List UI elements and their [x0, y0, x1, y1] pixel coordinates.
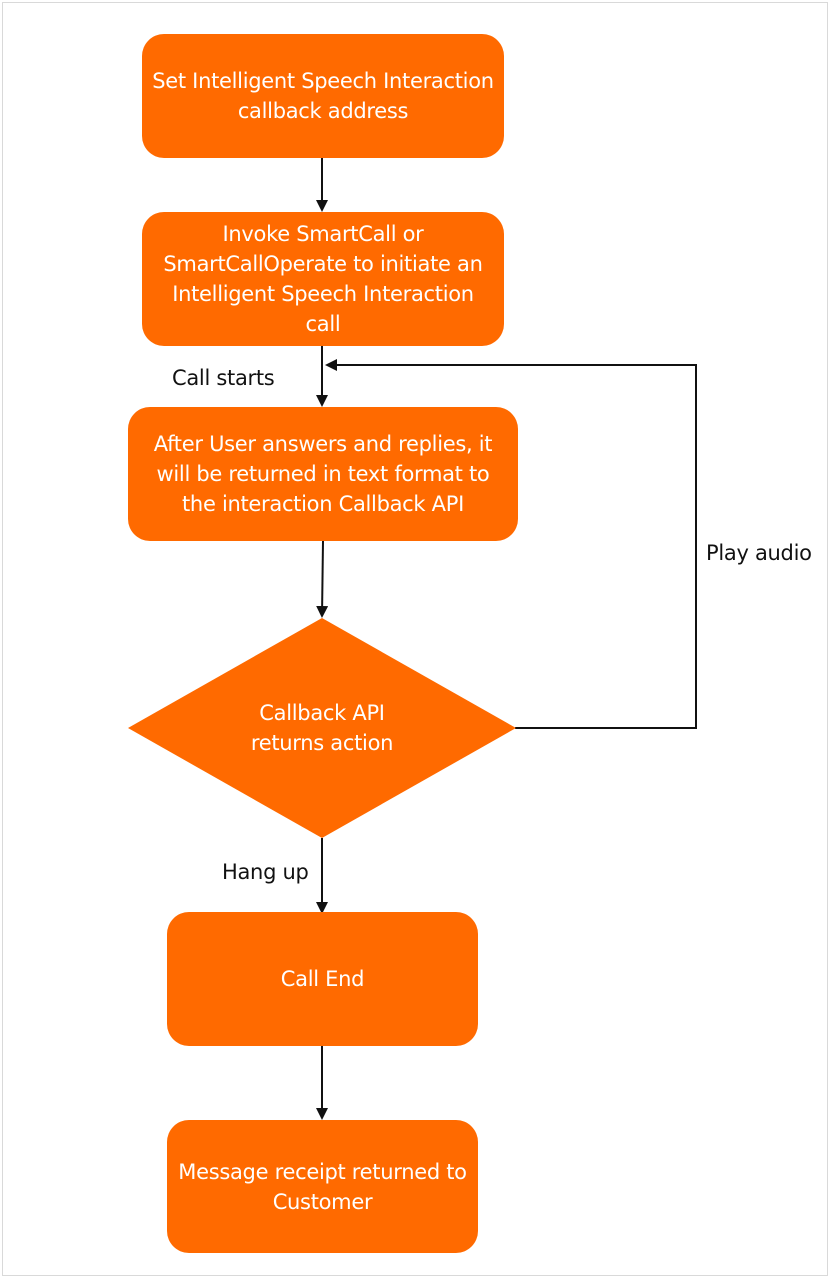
arrow-reply-to-decision — [316, 540, 329, 618]
node-call-end: Call End — [167, 912, 478, 1046]
edge-label-play-audio: Play audio — [706, 541, 812, 565]
node-message-receipt: Message receipt returned to Customer — [167, 1120, 478, 1253]
node-set-callback-address-text: Set Intelligent Speech Interaction callb… — [152, 69, 494, 123]
loop-play-audio-line — [325, 359, 697, 729]
edge-label-call-starts: Call starts — [172, 366, 275, 390]
node-user-replies: After User answers and replies, it will … — [128, 407, 518, 541]
decision-diamond — [128, 618, 516, 838]
node-user-replies-text: After User answers and replies, it will … — [153, 432, 493, 516]
decision-text: Callback API returns action — [250, 701, 394, 755]
node-set-callback-address: Set Intelligent Speech Interaction callb… — [142, 34, 504, 158]
node-call-end-text: Call End — [280, 967, 365, 991]
node-message-receipt-text: Message receipt returned to Customer — [178, 1159, 467, 1214]
edge-label-hang-up: Hang up — [222, 860, 309, 884]
node-invoke-smartcall-text: Invoke SmartCall or SmartCallOperate to … — [163, 222, 483, 336]
node-invoke-smartcall: Invoke SmartCall or SmartCallOperate to … — [142, 212, 504, 346]
